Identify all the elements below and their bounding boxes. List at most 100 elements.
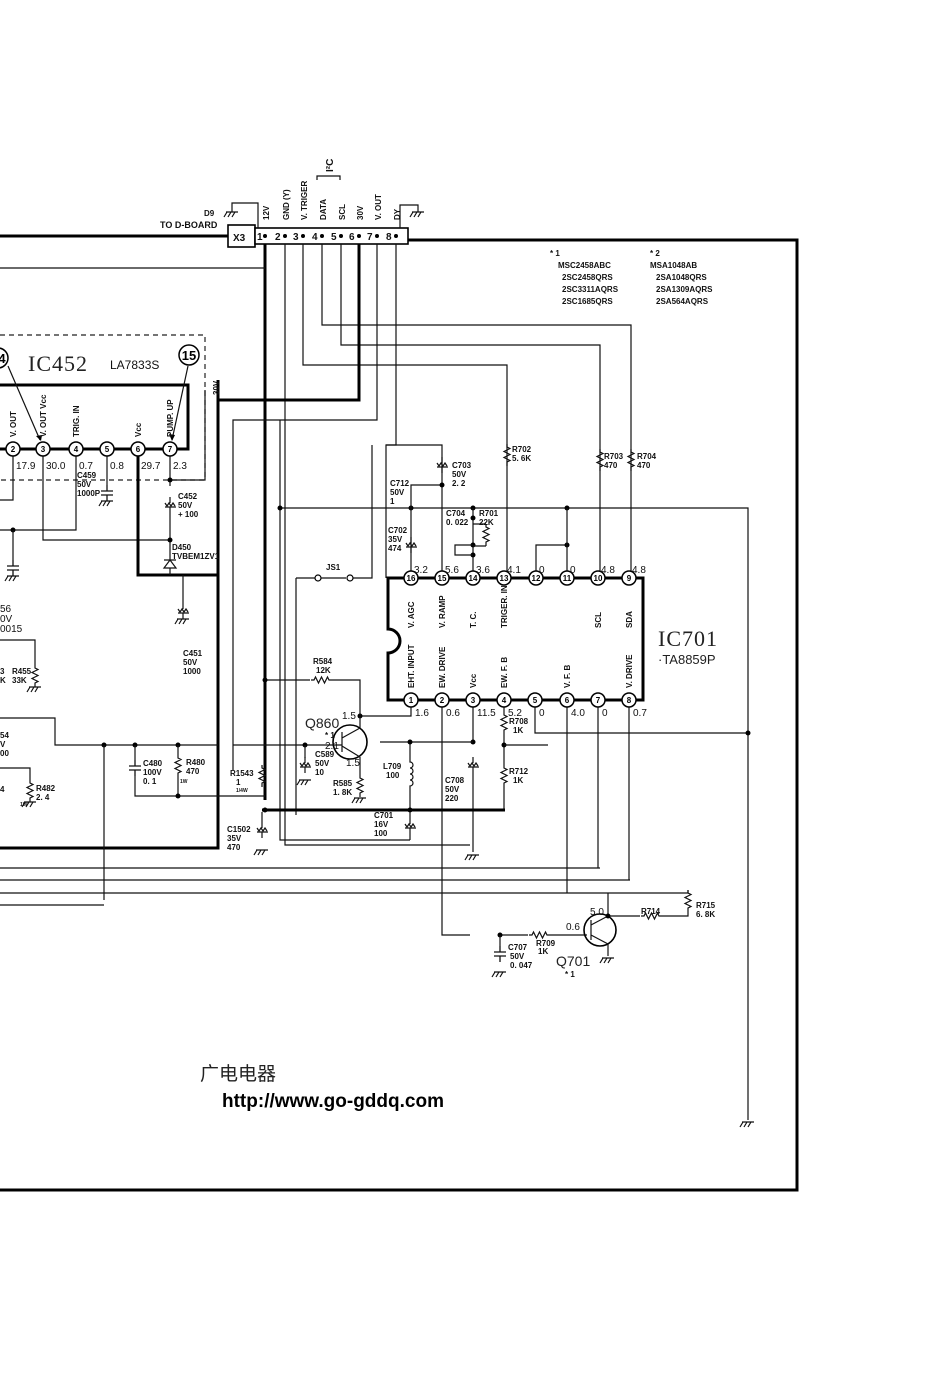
label-text: 1000P <box>77 489 101 498</box>
label-text: 2 <box>11 445 16 454</box>
label-text: C707 <box>508 943 528 952</box>
ic452: IC452 LA7833S 15 4 30V <box>0 344 221 395</box>
label-text: 3 <box>293 232 299 243</box>
label-text: DATA <box>319 199 328 220</box>
label-text: 1W <box>20 802 28 808</box>
ic452-ref: IC452 <box>28 351 88 376</box>
label-text: * 1 <box>550 249 560 258</box>
label-text: 56 <box>0 604 12 615</box>
pin-label: SDA <box>625 611 634 628</box>
ic701-ref: IC701 <box>658 626 718 651</box>
label-text: 12V <box>262 205 271 220</box>
pin-label: TRIGER. IN <box>500 585 509 628</box>
label-text: R480 <box>186 758 206 767</box>
label-text: V. TRIGER <box>300 181 309 220</box>
pin-voltage: 4.1 <box>507 565 521 576</box>
part-notes: * 1 MSC2458ABC 2SC2458QRS 2SC3311AQRS 2S… <box>550 249 713 306</box>
label-text: 1W <box>180 779 188 785</box>
ic701-top-pin-12: 120 <box>528 565 545 586</box>
pin-voltage: 0.7 <box>633 708 647 719</box>
label-text: 4 <box>0 785 5 794</box>
label-text: 2SA564AQRS <box>656 297 709 306</box>
label-text: 16V <box>374 820 389 829</box>
label-text: 50V <box>452 470 467 479</box>
label-text: 13 <box>500 574 509 583</box>
label-js1: JS1 <box>326 563 341 572</box>
label-text: C451 <box>183 649 203 658</box>
label-text: 8 <box>627 696 632 705</box>
label-text: R482 <box>36 784 56 793</box>
q701-ref: Q701 <box>556 953 590 969</box>
label-text: TVBEM1ZV1 <box>172 552 220 561</box>
label-text: 3 <box>41 445 46 454</box>
label-text: C480 <box>143 759 163 768</box>
label-text: 4 <box>74 445 79 454</box>
watermark: 广电电器 http://www.go-gddq.com <box>200 1063 444 1112</box>
diode-label: D9 <box>204 209 215 218</box>
label-text: DY <box>393 208 402 220</box>
label-text: 2 <box>440 696 445 705</box>
ic452-pin-3: 330.0V. OUT Vcc <box>35 394 66 472</box>
ic701-bottom-pin-2: 20.6EW. DRIVE <box>434 646 460 719</box>
label-text: 00 <box>0 749 9 758</box>
label-text: 470 <box>186 767 200 776</box>
label-text: 30V <box>356 205 365 220</box>
label-text: 7 <box>168 445 173 454</box>
label-text: 5. 6K <box>512 454 531 463</box>
label-text: 5 <box>533 696 538 705</box>
pin-label: V. RAMP <box>438 595 447 628</box>
pin-voltage: 1.6 <box>415 708 429 719</box>
ground-icon <box>464 854 480 861</box>
label-text: 9 <box>627 574 632 583</box>
label-text: 50V <box>390 488 405 497</box>
pin-voltage: 0 <box>539 708 545 719</box>
q860-labels: Q860 * 1 1.5 2.1 1.5 <box>305 711 360 769</box>
pin-voltage: 5.2 <box>508 708 522 719</box>
pin-voltage: 4.0 <box>571 708 585 719</box>
label-text: R709 <box>536 939 556 948</box>
pin-label: V. DRIVE <box>625 654 634 688</box>
label-text: 5 <box>331 232 337 243</box>
connector-ref: X3 <box>233 233 246 244</box>
label-text: R704 <box>637 452 657 461</box>
to-board-label: TO D-BOARD <box>160 220 218 230</box>
pin-label: EW. DRIVE <box>438 646 447 688</box>
pin-label: V. OUT <box>9 411 18 437</box>
label-text: 50V <box>510 952 525 961</box>
pin-voltage: 5.6 <box>445 565 459 576</box>
ic701-bottom-pin-6: 64.0V. F. B <box>559 665 585 719</box>
ground-icon <box>223 211 239 218</box>
label-text: R701 <box>479 509 499 518</box>
label-text: 0V <box>0 614 13 625</box>
ic701-part: ·TA8859P <box>658 652 716 667</box>
pin-voltage: 30.0 <box>46 461 66 472</box>
pin-voltage: 3.2 <box>414 565 428 576</box>
label-text: 11 <box>563 574 572 583</box>
label-text: 1 <box>390 497 395 506</box>
label-text: 5.0 <box>590 907 604 918</box>
label-text: 1 <box>236 778 241 787</box>
pin-voltage: 29.7 <box>141 461 161 472</box>
ground-icon <box>98 500 114 507</box>
label-text: L709 <box>383 762 402 771</box>
connector-pin-7: 7V. OUT <box>367 194 383 243</box>
